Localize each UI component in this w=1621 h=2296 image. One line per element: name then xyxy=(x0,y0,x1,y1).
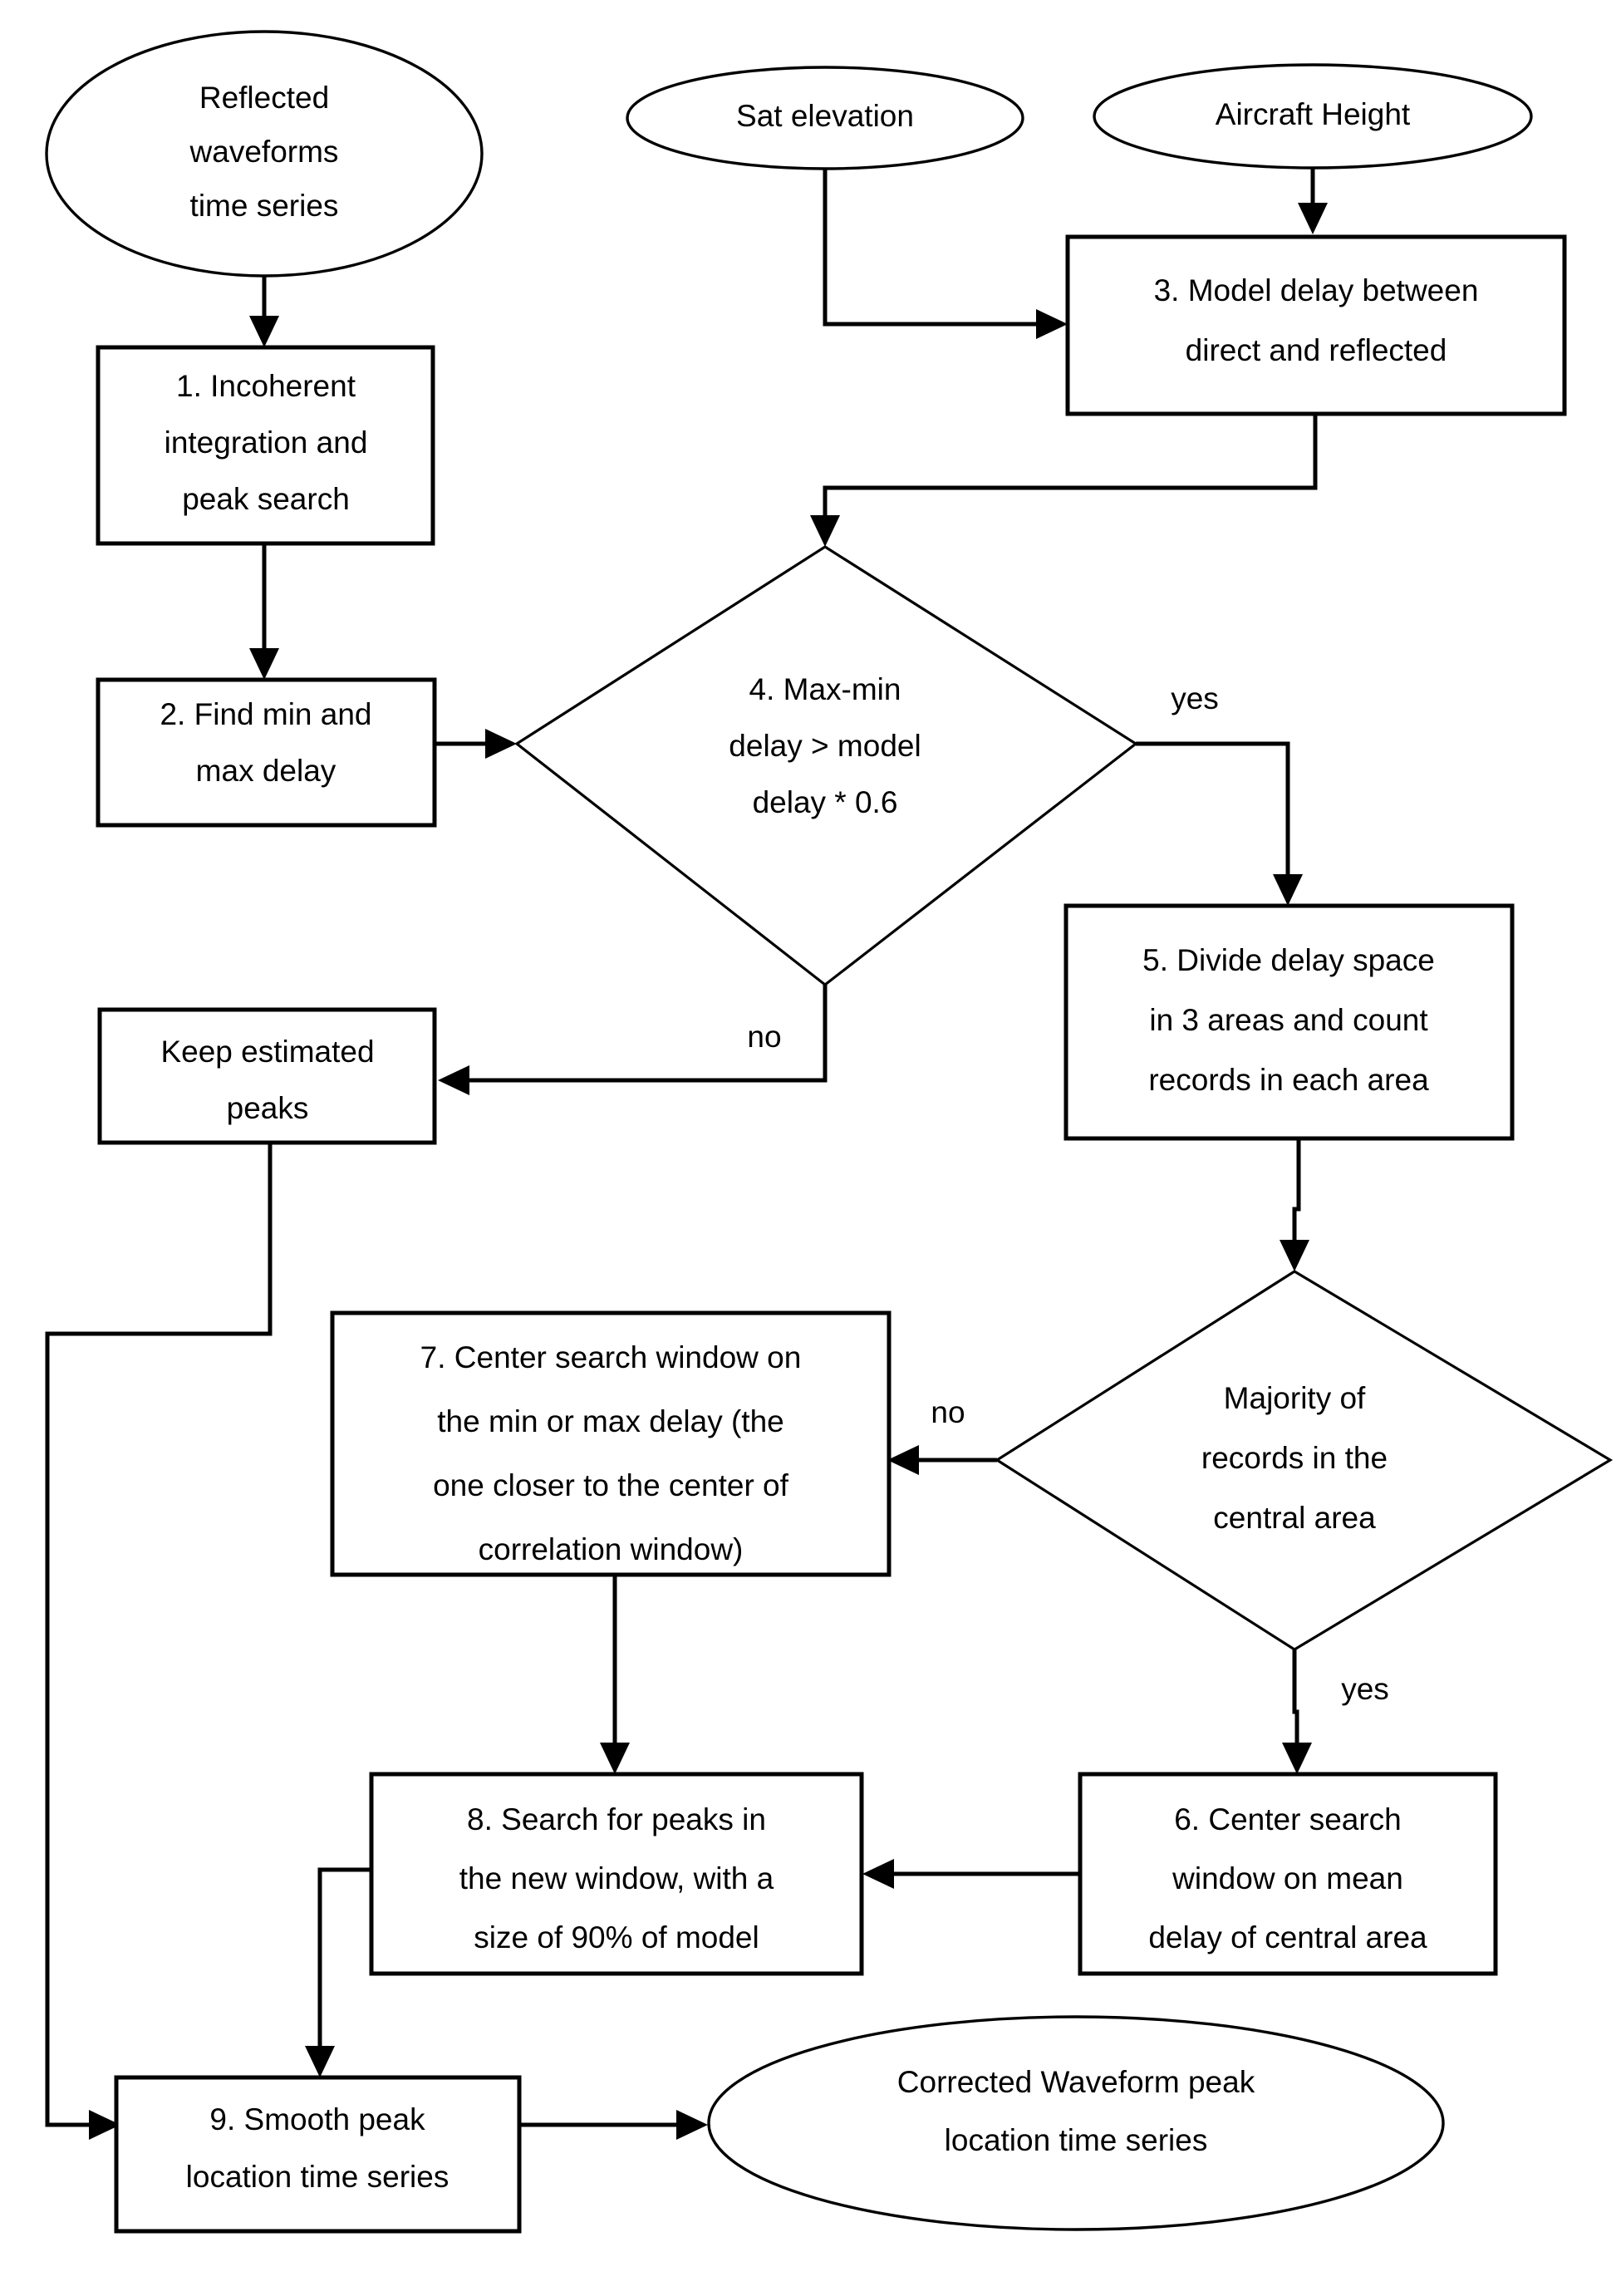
node-corrected-output[interactable]: Corrected Waveform peak location time se… xyxy=(707,2015,1445,2231)
node-step9-line-1: location time series xyxy=(186,2160,449,2194)
node-reflected-waveforms-line-2: time series xyxy=(190,189,339,223)
node-step3-line-0: 3. Model delay between xyxy=(1154,273,1479,307)
node-step3[interactable]: 3. Model delay between direct and reflec… xyxy=(1065,234,1567,416)
node-step5[interactable]: 5. Divide delay space in 3 areas and cou… xyxy=(1063,903,1515,1141)
edge-label-majority-yes: yes xyxy=(1341,1672,1389,1706)
edge-step2-to-step4 xyxy=(435,729,517,759)
node-step6-line-1: window on mean xyxy=(1172,1861,1403,1895)
node-step1-line-1: integration and xyxy=(165,425,368,460)
node-step7-line-1: the min or max delay (the xyxy=(437,1404,783,1438)
edge-keeppeaks-to-step9 xyxy=(45,1143,273,2140)
node-step1[interactable]: 1. Incoherent integration and peak searc… xyxy=(96,345,435,546)
node-step5-line-2: records in each area xyxy=(1148,1063,1429,1097)
edge-step1-to-step2 xyxy=(249,543,279,680)
edge-label-step4-no: no xyxy=(747,1020,781,1054)
node-sat-elevation[interactable]: Sat elevation xyxy=(626,66,1024,170)
node-step5-line-0: 5. Divide delay space xyxy=(1142,943,1435,977)
node-step8-line-1: the new window, with a xyxy=(459,1861,774,1895)
edge-reflected-to-step1 xyxy=(249,274,279,347)
edge-step8-to-step9 xyxy=(305,1867,372,2077)
node-aircraft-height-line-0: Aircraft Height xyxy=(1216,97,1411,131)
node-step7[interactable]: 7. Center search window on the min or ma… xyxy=(330,1310,892,1577)
node-step7-line-3: correlation window) xyxy=(479,1532,744,1566)
edge-majority-no-to-step7 xyxy=(887,1445,997,1475)
node-keep-peaks-line-0: Keep estimated xyxy=(160,1035,374,1069)
edge-satelevation-to-step3 xyxy=(823,166,1068,339)
edge-step6-to-step8 xyxy=(862,1859,1080,1889)
node-majority-line-0: Majority of xyxy=(1224,1381,1366,1415)
node-step2[interactable]: 2. Find min and max delay xyxy=(96,677,437,828)
node-step4[interactable]: 4. Max-min delay > model delay * 0.6 xyxy=(514,545,1138,987)
edge-step4-yes-to-step5 xyxy=(1136,741,1303,906)
edge-step3-to-step4 xyxy=(810,414,1318,547)
node-step7-line-0: 7. Center search window on xyxy=(420,1340,802,1374)
edge-step9-to-corrected xyxy=(519,2110,708,2140)
node-step8[interactable]: 8. Search for peaks in the new window, w… xyxy=(369,1772,864,1976)
node-reflected-waveforms-line-0: Reflected xyxy=(199,81,329,115)
node-step6-line-2: delay of central area xyxy=(1148,1920,1427,1954)
node-keep-peaks[interactable]: Keep estimated peaks xyxy=(97,1007,437,1145)
node-step8-line-2: size of 90% of model xyxy=(474,1920,759,1954)
node-keep-peaks-line-1: peaks xyxy=(227,1091,309,1125)
edge-step4-no-to-keeppeaks xyxy=(438,985,828,1095)
node-step1-line-0: 1. Incoherent xyxy=(176,369,356,403)
node-step7-line-2: one closer to the center of xyxy=(433,1468,789,1502)
node-step8-line-0: 8. Search for peaks in xyxy=(467,1802,766,1836)
node-majority-line-2: central area xyxy=(1213,1501,1376,1535)
edge-step7-to-step8 xyxy=(600,1575,630,1774)
node-step4-line-2: delay * 0.6 xyxy=(753,785,898,819)
node-step9-line-0: 9. Smooth peak xyxy=(209,2102,425,2136)
edge-majority-yes-to-step6 xyxy=(1282,1649,1312,1774)
node-step6-line-0: 6. Center search xyxy=(1174,1802,1402,1836)
node-step1-line-2: peak search xyxy=(182,482,350,516)
node-corrected-output-line-1: location time series xyxy=(945,2123,1208,2157)
node-step4-line-1: delay > model xyxy=(729,729,921,763)
node-aircraft-height[interactable]: Aircraft Height xyxy=(1093,63,1533,170)
node-step2-line-1: max delay xyxy=(196,754,336,788)
node-majority[interactable]: Majority of records in the central area xyxy=(995,1270,1614,1651)
node-step4-line-0: 4. Max-min xyxy=(749,672,901,706)
node-reflected-waveforms-line-1: waveforms xyxy=(189,135,339,169)
node-corrected-output-line-0: Corrected Waveform peak xyxy=(897,2065,1255,2099)
node-step5-line-1: in 3 areas and count xyxy=(1149,1003,1428,1037)
node-sat-elevation-line-0: Sat elevation xyxy=(736,99,914,133)
node-reflected-waveforms[interactable]: Reflected waveforms time series xyxy=(45,30,484,278)
node-step2-line-0: 2. Find min and xyxy=(160,697,371,731)
edge-label-majority-no: no xyxy=(931,1395,965,1429)
edge-aircraftheight-to-step3 xyxy=(1298,165,1328,234)
node-step6[interactable]: 6. Center search window on mean delay of… xyxy=(1078,1772,1498,1976)
node-step9[interactable]: 9. Smooth peak location time series xyxy=(114,2075,522,2234)
node-step3-line-1: direct and reflected xyxy=(1186,333,1447,367)
node-majority-line-1: records in the xyxy=(1201,1441,1388,1475)
edge-step5-to-majority xyxy=(1280,1138,1309,1271)
edge-label-step4-yes: yes xyxy=(1171,681,1219,715)
